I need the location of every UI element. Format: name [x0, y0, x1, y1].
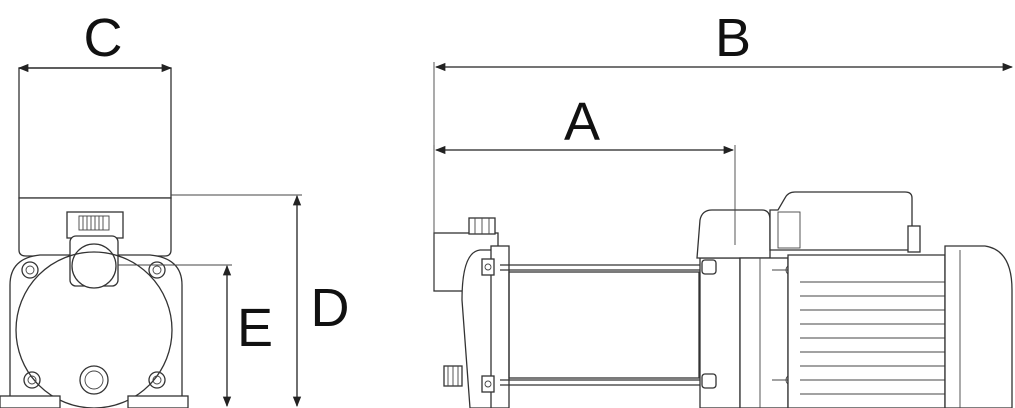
motor-housing-front — [18, 67, 172, 199]
inlet-grip — [78, 215, 110, 231]
tie-rod-nuts — [481, 258, 495, 393]
dimension-label-a: A — [564, 92, 600, 152]
dimension-a: A — [433, 92, 736, 290]
dimension-e: E — [118, 264, 273, 408]
inlet-opening — [71, 243, 117, 289]
drain-plug — [79, 365, 109, 395]
fan-cover — [944, 245, 1013, 408]
dimension-b: B — [433, 8, 1014, 150]
front-view — [0, 67, 189, 408]
stage-casing — [508, 271, 700, 379]
dimension-c: C — [17, 8, 173, 73]
dimension-label-c: C — [84, 8, 123, 68]
cooling-fins — [800, 281, 945, 395]
inlet-grip-ridges — [82, 216, 104, 230]
side-view — [433, 191, 1013, 408]
terminal-clamp — [907, 225, 921, 253]
pump-head-side — [461, 249, 496, 408]
tie-rods — [500, 264, 705, 386]
dimension-label-d: D — [311, 278, 350, 338]
dimension-d: D — [171, 194, 350, 408]
foot-right — [127, 395, 189, 408]
outlet-port — [696, 209, 771, 259]
bolt-holes-front — [21, 261, 166, 389]
volute-circle — [15, 251, 173, 408]
dimension-label-b: B — [715, 8, 751, 68]
foot-left — [0, 395, 61, 408]
motor-body-side — [787, 254, 946, 408]
motor-terminal-box — [769, 191, 913, 251]
dimension-label-e: E — [237, 298, 273, 358]
motor-bracket — [739, 257, 789, 408]
